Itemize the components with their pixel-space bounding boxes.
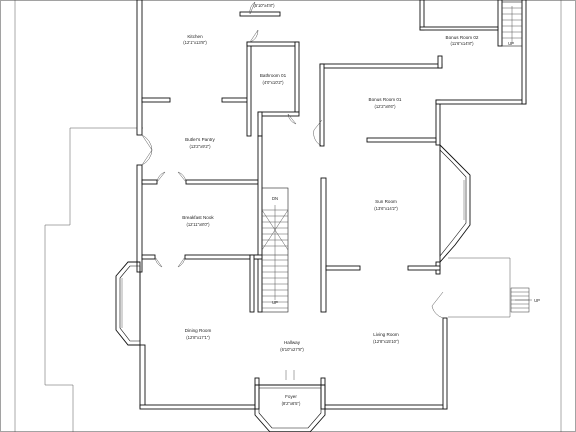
bathroom-name: Bathroom 01 xyxy=(260,73,287,78)
rear-stair: UP xyxy=(501,1,523,47)
foyer-dims: (8'2"x6'5") xyxy=(282,401,301,406)
doors xyxy=(141,1,444,380)
bathroom-dims: (4'0"x10'2") xyxy=(262,80,284,85)
main-stair-up-label: UP xyxy=(272,300,278,305)
living-name: Living Room xyxy=(373,332,399,337)
main-stair: DN UP xyxy=(261,187,289,313)
sunroom-dims: (13'6"x14'2") xyxy=(374,206,398,211)
bonus2-name: Bonus Room 02 xyxy=(446,35,479,40)
hallway-name: Hallway xyxy=(284,340,301,345)
living-dims: (12'8"x15'10") xyxy=(373,339,399,344)
hallway-dims: (6'10"x27'8") xyxy=(280,347,304,352)
breakfast-dims: (12'11"x8'0") xyxy=(186,222,210,227)
kitchen-dims: (12'1"x13'8") xyxy=(183,40,207,45)
porch-stair: UP xyxy=(510,287,540,313)
pantry-dims: (13'2"x9'2") xyxy=(189,144,211,149)
dining-dims: (12'8"x17'1") xyxy=(186,335,210,340)
deck-outline xyxy=(44,127,143,432)
bonus1-dims: (12'2"x8'6") xyxy=(374,104,396,109)
bay-windows xyxy=(115,143,471,432)
foyer-name: Foyer xyxy=(285,394,297,399)
room-labels: (5'10"x4'8") Kitchen (12'1"x13'8") Bathr… xyxy=(182,3,479,406)
bonus1-name: Bonus Room 01 xyxy=(369,97,402,102)
rear-stair-up-label: UP xyxy=(508,41,514,46)
walls xyxy=(136,0,527,410)
pantry-name: Butler's Pantry xyxy=(185,137,215,142)
rear-porch-outline xyxy=(448,257,511,318)
main-stair-down-label: DN xyxy=(272,196,278,201)
breakfast-name: Breakfast Nook xyxy=(182,215,214,220)
bonus2-dims: (11'6"x14'8") xyxy=(450,41,474,46)
kitchen-name: Kitchen xyxy=(187,34,203,39)
laundry-dims: (5'10"x4'8") xyxy=(253,3,275,8)
sunroom-name: Sun Room xyxy=(375,199,397,204)
porch-stair-label: UP xyxy=(534,298,540,303)
dining-name: Dining Room xyxy=(185,328,212,333)
